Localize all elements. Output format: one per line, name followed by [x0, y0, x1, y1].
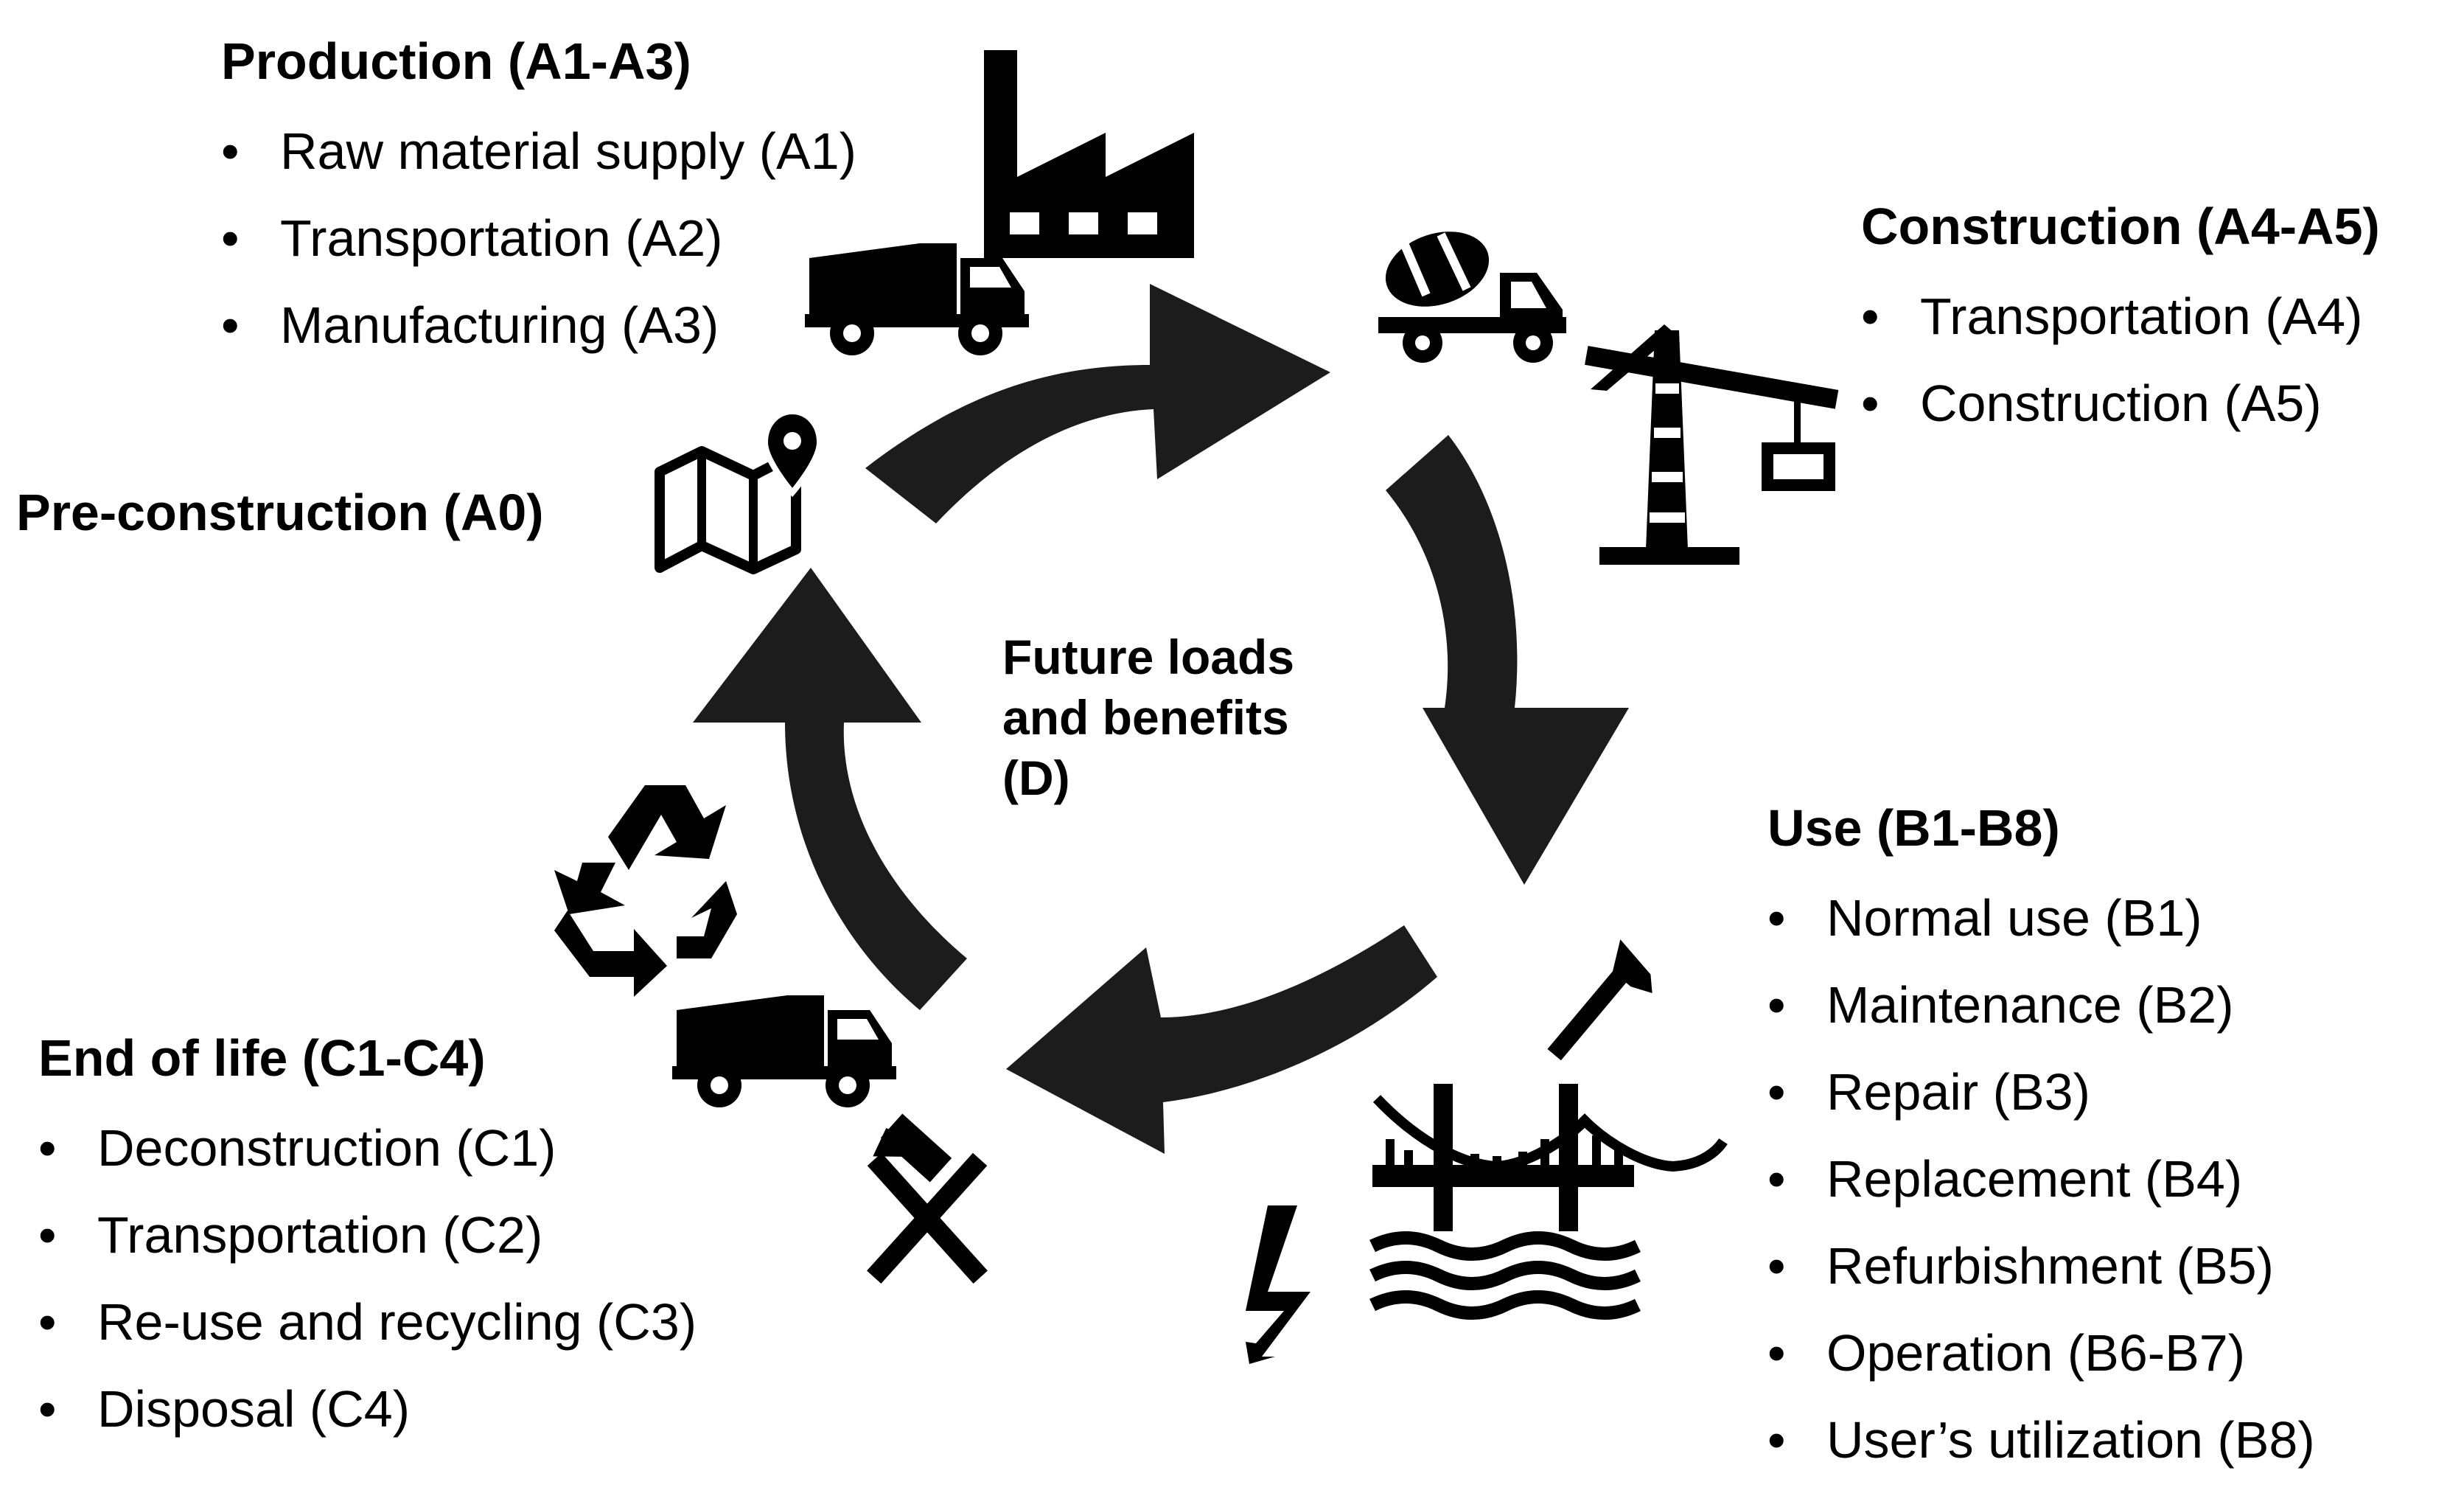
list-item: Transportation (A4)	[1861, 273, 2380, 360]
factory-icon	[984, 50, 1194, 258]
construction-title: Construction (A4-A5)	[1861, 198, 2380, 255]
use-title: Use (B1-B8)	[1767, 799, 2060, 857]
hammer-icon	[1547, 939, 1652, 1061]
use-list: Normal use (B1) Maintenance (B2) Repair …	[1767, 874, 2315, 1483]
map-pin-icon	[655, 408, 823, 574]
list-item: Repair (B3)	[1767, 1048, 2315, 1135]
list-item: Transportation (A2)	[221, 195, 856, 282]
list-item: Construction (A5)	[1861, 360, 2380, 447]
cycle-arrows	[693, 284, 1629, 1154]
dump-truck-icon	[672, 995, 896, 1107]
list-item: Operation (B6-B7)	[1767, 1309, 2315, 1396]
center-label-line: and benefits	[1002, 690, 1289, 745]
list-item: Deconstruction (C1)	[38, 1104, 697, 1191]
center-label: Future loads and benefits (D)	[1002, 627, 1294, 808]
production-block: Production (A1-A3) Raw material supply (…	[221, 35, 856, 369]
arrow-bottom	[1006, 925, 1437, 1154]
list-item: Maintenance (B2)	[1767, 961, 2315, 1048]
bridge-icon	[1369, 1084, 1728, 1320]
list-item: Refurbishment (B5)	[1767, 1222, 2315, 1309]
crossed-hammers-icon	[867, 1113, 988, 1284]
pre-construction-title: Pre-construction (A0)	[16, 484, 544, 541]
tower-crane-icon	[1585, 324, 1839, 565]
arrow-top	[865, 284, 1330, 523]
end-of-life-title: End of life (C1-C4)	[38, 1029, 486, 1087]
recycle-icon	[554, 785, 737, 997]
list-item: Disposal (C4)	[38, 1365, 697, 1452]
center-label-line: (D)	[1002, 751, 1070, 805]
list-item: Manufacturing (A3)	[221, 282, 856, 369]
list-item: Transportation (C2)	[38, 1191, 697, 1278]
production-title: Production (A1-A3)	[221, 32, 691, 90]
list-item: Raw material supply (A1)	[221, 108, 856, 195]
construction-block: Construction (A4-A5) Transportation (A4)…	[1861, 201, 2380, 447]
list-item: Normal use (B1)	[1767, 874, 2315, 961]
cement-mixer-truck-icon	[1378, 232, 1566, 363]
end-of-life-block: End of life (C1-C4) Deconstruction (C1) …	[38, 1032, 697, 1452]
construction-list: Transportation (A4) Construction (A5)	[1861, 273, 2380, 447]
list-item: Re-use and recycling (C3)	[38, 1278, 697, 1365]
end-of-life-list: Deconstruction (C1) Transportation (C2) …	[38, 1104, 697, 1452]
arrow-left	[693, 568, 967, 1010]
list-item: Replacement (B4)	[1767, 1135, 2315, 1222]
use-block: Use (B1-B8) Normal use (B1) Maintenance …	[1767, 802, 2315, 1483]
pre-construction-block: Pre-construction (A0)	[16, 487, 544, 538]
lightning-bolt-icon	[1246, 1205, 1310, 1364]
center-label-line: Future loads	[1002, 630, 1295, 684]
arrow-right	[1386, 435, 1629, 885]
list-item: User’s utilization (B8)	[1767, 1396, 2315, 1483]
production-list: Raw material supply (A1) Transportation …	[221, 108, 856, 369]
